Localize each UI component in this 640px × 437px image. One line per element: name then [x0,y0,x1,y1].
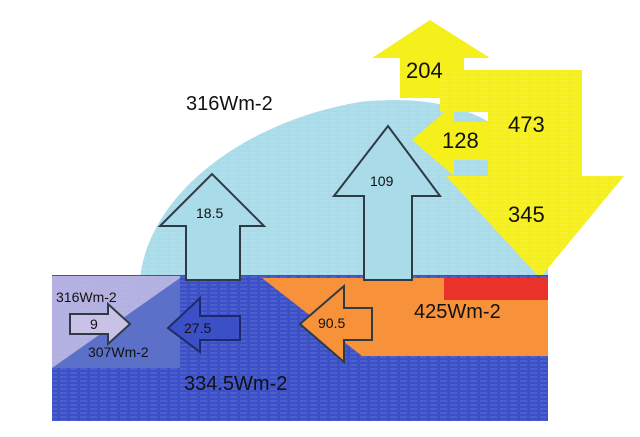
label-orange-flux: 425Wm-2 [414,302,501,322]
label-109: 109 [370,174,393,188]
label-18-5: 18.5 [196,206,223,220]
label-small-top-flux: 316Wm-2 [56,290,117,304]
label-90-5: 90.5 [318,316,345,330]
label-473: 473 [508,114,545,136]
label-345: 345 [508,204,545,226]
label-small-bottom-flux: 307Wm-2 [88,345,149,359]
label-9: 9 [90,317,98,331]
label-128: 128 [442,130,479,152]
label-sky-flux: 316Wm-2 [186,94,273,114]
label-204: 204 [406,60,443,82]
label-27-5: 27.5 [184,321,211,335]
label-ground-flux: 334.5Wm-2 [184,374,287,394]
red-strip [444,278,548,300]
